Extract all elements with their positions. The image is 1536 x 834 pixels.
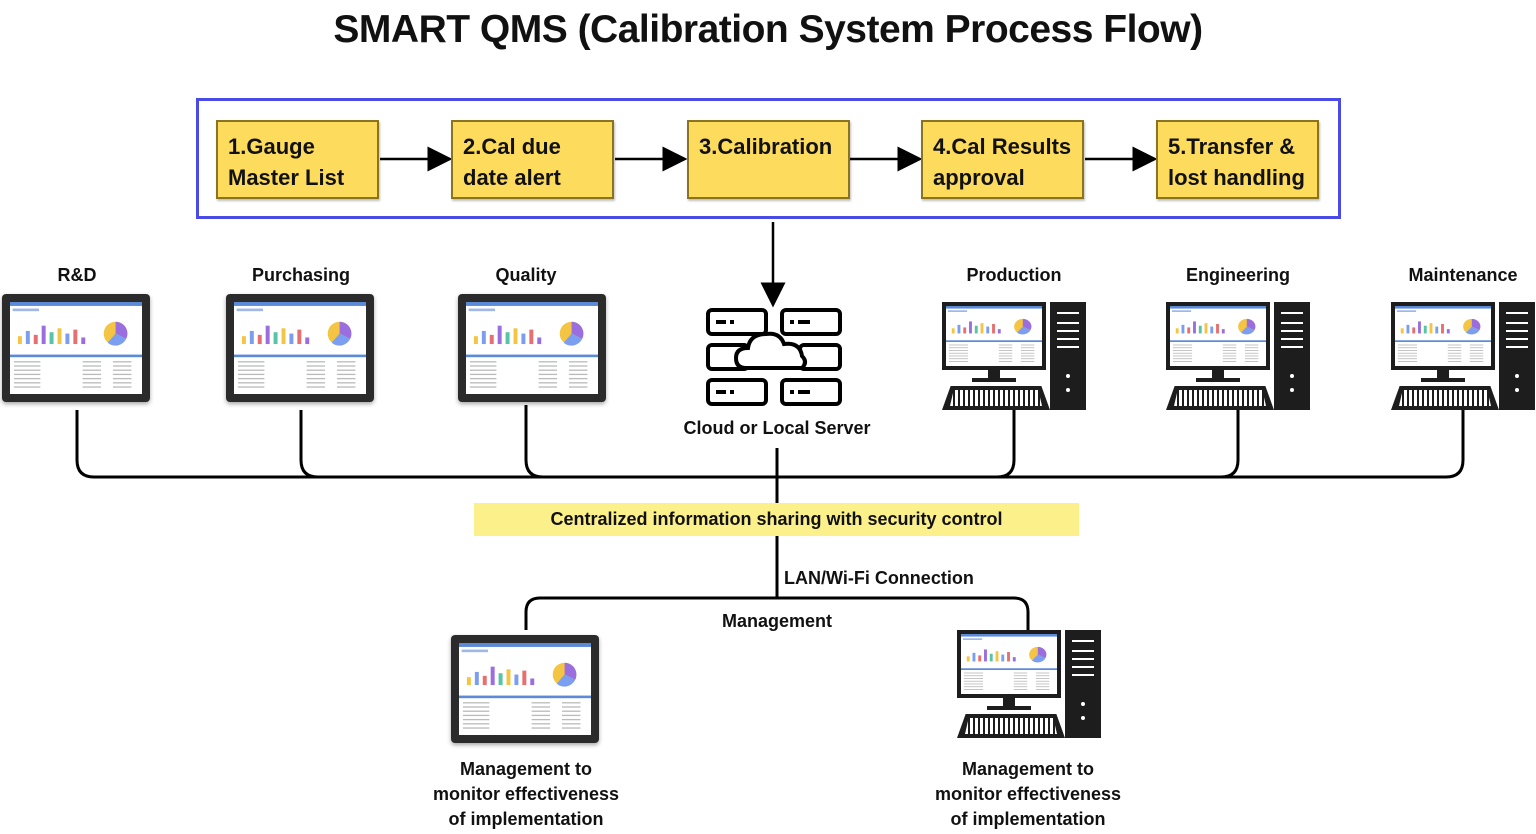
process-flow-frame [196, 98, 1341, 219]
dashboard-screen [1395, 306, 1491, 366]
step-gauge-master-list: 1.Gauge Master List [216, 120, 379, 199]
monitor [1166, 302, 1270, 370]
monitor [942, 302, 1046, 370]
tablet-icon [226, 294, 374, 402]
tablet-icon [458, 294, 606, 402]
monitor [1391, 302, 1495, 370]
dept-label-purchasing: Purchasing [251, 265, 351, 285]
management-caption-left: Management to monitor effectiveness of i… [432, 759, 620, 829]
dashboard-screen [459, 643, 591, 735]
dashboard-screen [1170, 306, 1266, 366]
dept-label-rnd: R&D [57, 265, 97, 285]
step-cal-due-date-alert: 2.Cal due date alert [451, 120, 614, 199]
tablet-icon [2, 294, 150, 402]
step-cal-results-approval: 4.Cal Results approval [921, 120, 1084, 199]
desktop-computer-icon [1166, 302, 1312, 414]
management-branch [524, 596, 1030, 630]
dashboard-screen [961, 634, 1057, 694]
dept-label-production: Production [966, 265, 1062, 285]
network-connection-label: LAN/Wi-Fi Connection [784, 568, 974, 588]
dashboard-screen [234, 302, 366, 394]
info-sharing-banner: Centralized information sharing with sec… [474, 503, 1079, 536]
step-transfer-lost-handling: 5.Transfer & lost handling [1156, 120, 1319, 199]
tablet-icon [451, 635, 599, 743]
desktop-computer-icon [942, 302, 1088, 414]
department-bus [75, 410, 1465, 479]
management-label: Management [721, 611, 833, 631]
server-label: Cloud or Local Server [683, 418, 871, 438]
monitor [957, 630, 1061, 698]
dashboard-screen [466, 302, 598, 394]
dept-label-maintenance: Maintenance [1408, 265, 1518, 285]
pc-tower [1050, 302, 1086, 410]
step-calibration: 3.Calibration [687, 120, 850, 199]
pc-tower [1065, 630, 1101, 738]
dashboard-screen [946, 306, 1042, 366]
dept-label-quality: Quality [495, 265, 557, 285]
desktop-computer-icon [957, 630, 1103, 742]
pc-tower [1274, 302, 1310, 410]
dept-label-engineering: Engineering [1185, 265, 1290, 285]
page-title: SMART QMS (Calibration System Process Fl… [333, 8, 1203, 51]
dashboard-screen [10, 302, 142, 394]
management-caption-right: Management to monitor effectiveness of i… [934, 759, 1122, 829]
desktop-computer-icon [1391, 302, 1536, 414]
server-cloud-icon [706, 308, 842, 406]
pc-tower [1499, 302, 1535, 410]
